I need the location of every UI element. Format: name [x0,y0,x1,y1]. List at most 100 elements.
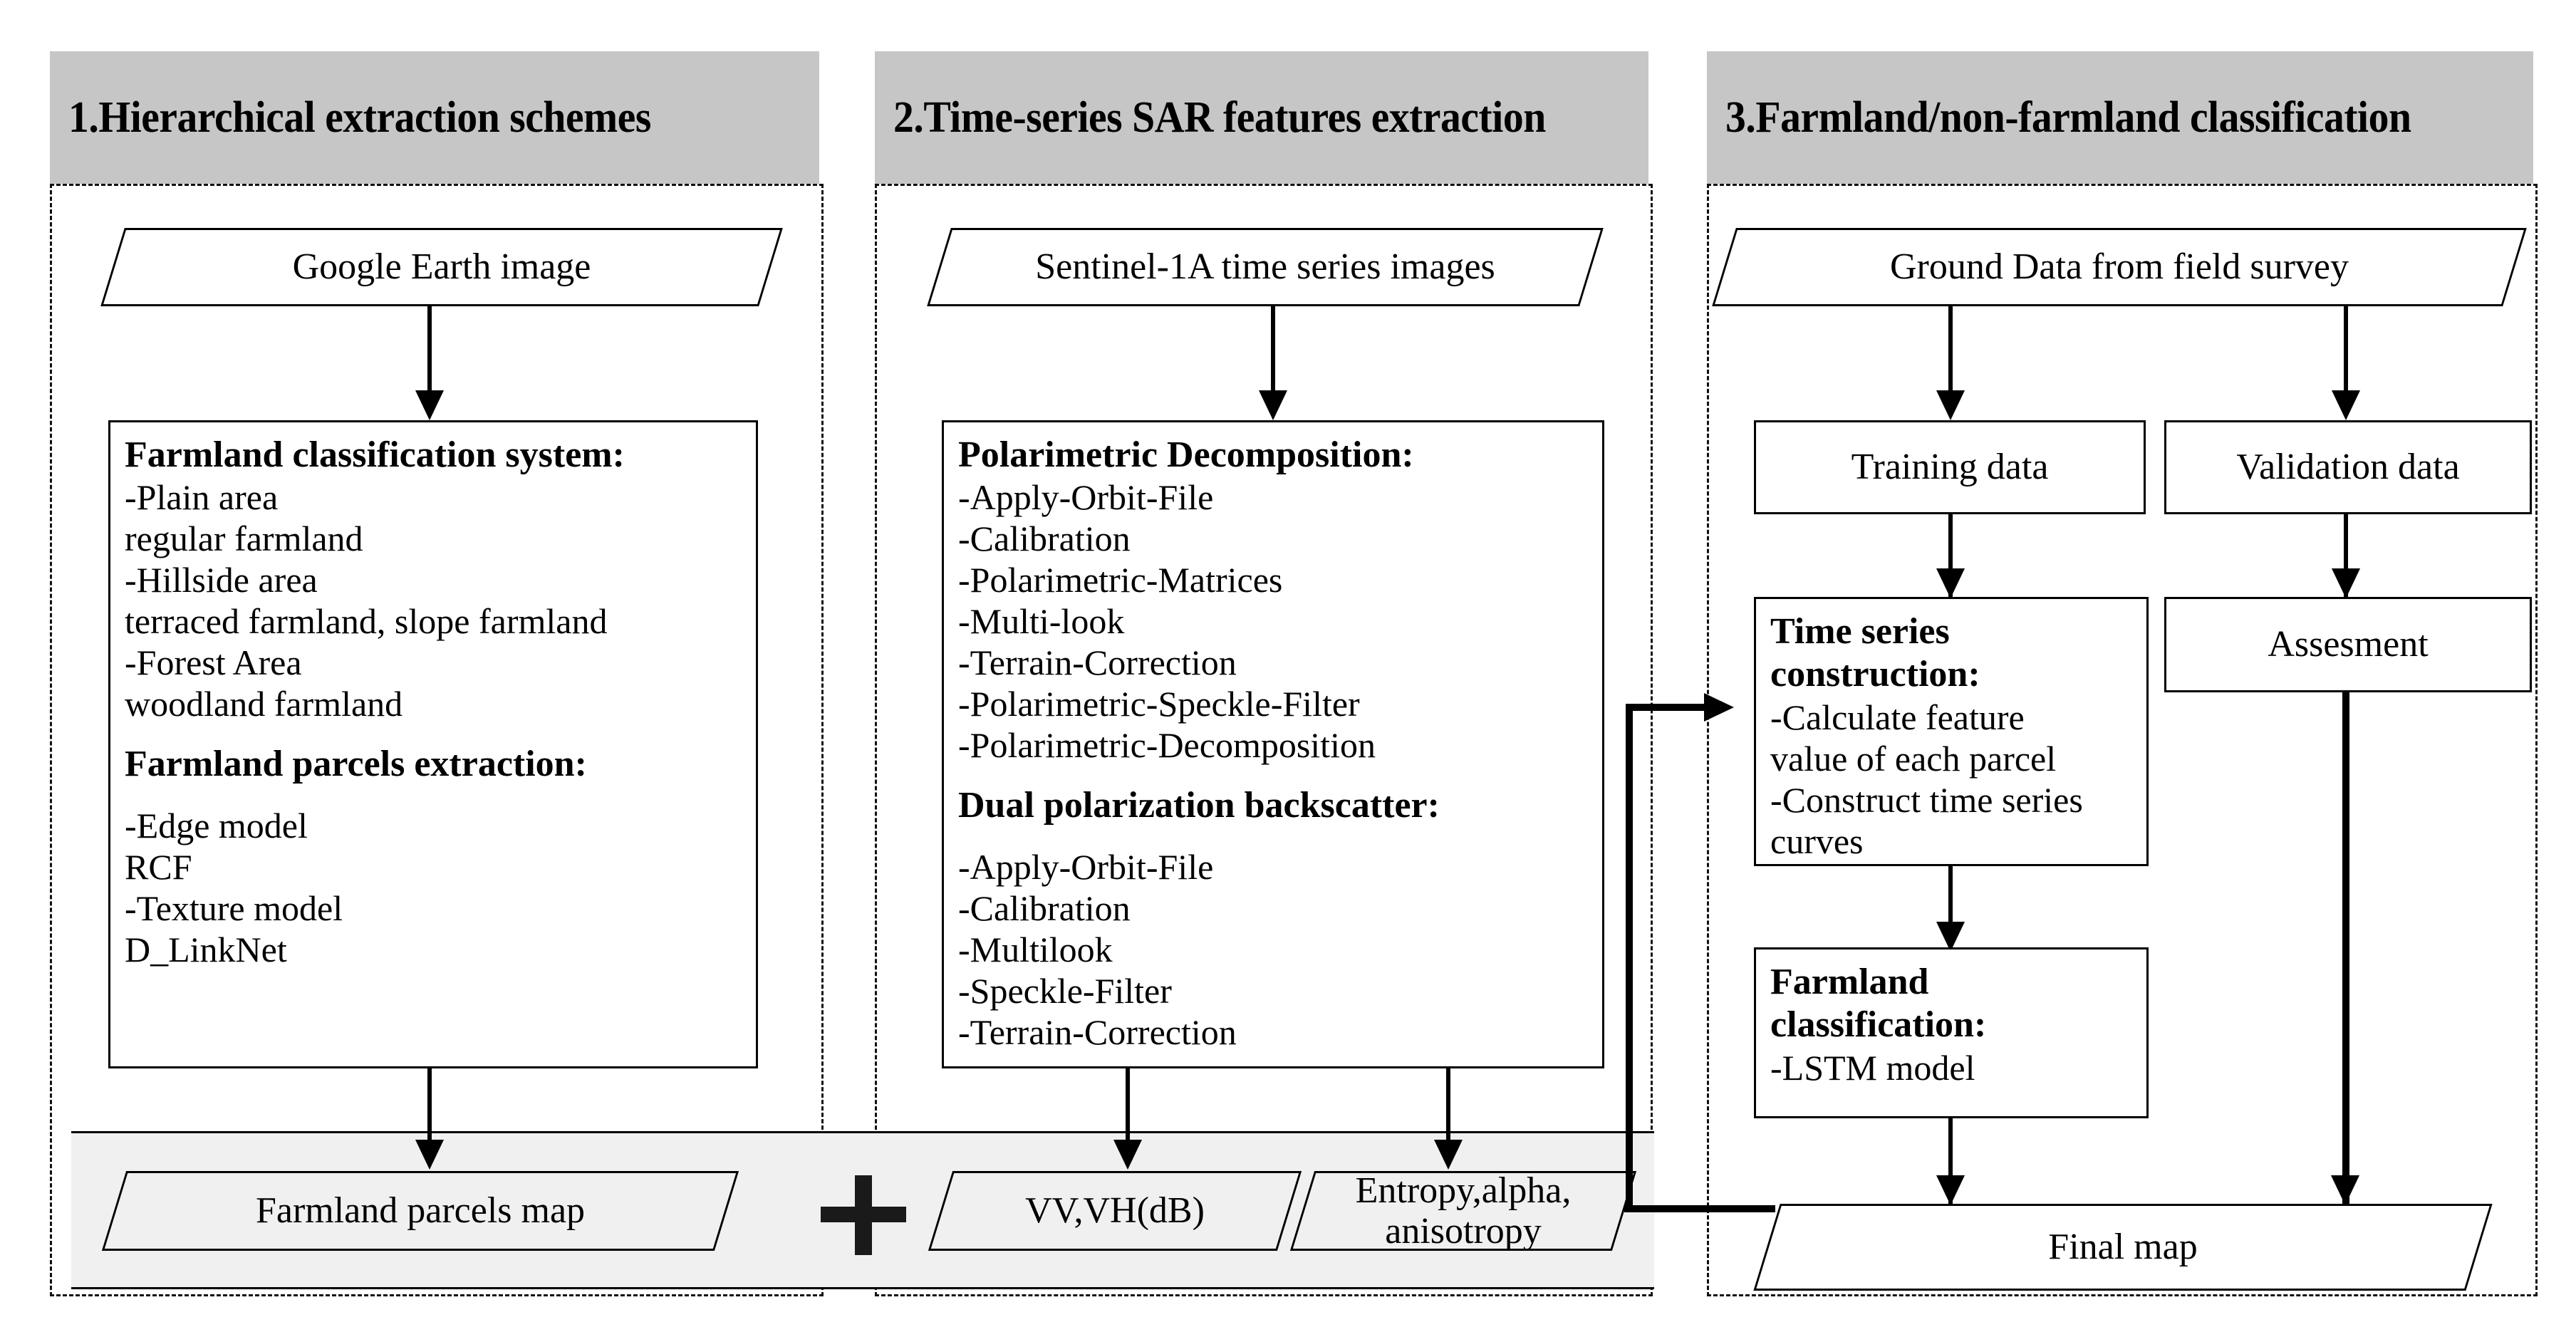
node-entropy-label-line1: Entropy,alpha, [1355,1170,1572,1211]
node-training-data[interactable]: Training data [1754,420,2146,514]
c1-block2-title: Farmland parcels extraction: [125,744,587,785]
connector-entropy-to-timeseries-h1 [1624,1205,1775,1212]
node-c2-spec-box[interactable]: Polarimetric Decomposition: -Apply-Orbit… [942,420,1604,1068]
c2-block1-line-0: -Apply-Orbit-File [958,477,1214,518]
stage-header-1: 1.Hierarchical extraction schemes [50,51,819,184]
c3-timeseries-line-3: curves [1770,821,1864,861]
column-frame-3 [1707,184,2538,1296]
c1-block1-line-2: -Hillside area [125,560,318,600]
arrow-line-c1-input-to-spec [427,306,432,413]
c1-block2-line-1: RCF [125,846,192,887]
stage-header-3: 3.Farmland/non-farmland classification [1707,51,2533,184]
arrow-head-ground-to-validation [2332,390,2360,420]
c2-block2-line-2: -Multilook [958,929,1113,969]
c2-block1-line-4: -Terrain-Correction [958,642,1237,683]
c1-block1-line-3: terraced farmland, slope farmland [125,601,608,642]
c3-timeseries-line-1: value of each parcel [1770,738,2057,779]
node-validation-data-label: Validation data [2236,447,2460,488]
c1-block2-line-3: D_LinkNet [125,929,287,969]
column-frame-1 [50,184,824,1296]
connector-entropy-to-timeseries-v [1626,704,1633,1209]
node-farmland-parcels-map[interactable]: Farmland parcels map [101,1171,739,1251]
arrow-head-ground-to-training [1936,390,1965,420]
arrow-head-c1-spec-to-output [415,1140,444,1170]
column-frame-2 [875,184,1653,1296]
node-final-map[interactable]: Final map [1753,1204,2493,1291]
arrow-head-c1-input-to-spec [415,390,444,420]
node-entropy-label-line2: anisotropy [1385,1211,1542,1252]
c1-spec-gap [125,724,742,743]
plus-operator-icon [806,1165,920,1259]
c1-block1-title: Farmland classification system: [125,435,625,475]
node-training-data-label: Training data [1851,447,2049,488]
c3-classification-title-1: Farmland [1770,962,1929,1002]
arrow-line-ground-to-training [1948,306,1953,413]
c2-block1-line-2: -Polarimetric-Matrices [958,560,1283,600]
c3-timeseries-line-0: -Calculate feature [1770,697,2025,737]
stage-header-3-label: 3.Farmland/non-farmland classification [1725,93,2411,142]
c3-timeseries-title-2: construction: [1770,654,1980,695]
node-vv-vh-db[interactable]: VV,VH(dB) [928,1171,1302,1251]
arrow-head-validation-to-assessment [2332,568,2360,598]
c1-spec-gap-2 [125,786,742,805]
arrow-line-classification-to-final [1948,1118,1953,1204]
c3-classification-line-0: -LSTM model [1770,1047,1975,1088]
arrow-line-c2-input-to-spec [1271,306,1275,413]
c3-classification-title-2: classification: [1770,1004,1987,1046]
node-ground-data-label: Ground Data from field survey [1889,246,2349,288]
node-farmland-classification[interactable]: Farmland classification: -LSTM model [1754,947,2149,1118]
node-sentinel-1a-images-label: Sentinel-1A time series images [1035,246,1495,288]
arrow-line-validation-to-assessment [2344,514,2348,597]
arrow-head-assessment-to-final [2331,1175,2359,1205]
arrow-line-training-to-timeseries [1948,514,1953,597]
node-final-map-label: Final map [2048,1227,2198,1268]
c2-block2-line-1: -Calibration [958,888,1131,928]
c2-block1-line-3: -Multi-look [958,601,1125,642]
c2-block2-line-3: -Speckle-Filter [958,970,1172,1011]
arrow-line-timeseries-to-classification [1948,866,1953,950]
arrow-line-ground-to-validation [2344,306,2348,413]
node-farmland-parcels-map-label: Farmland parcels map [255,1190,586,1232]
c2-spec-gap [958,766,1588,784]
c2-block1-line-6: -Polarimetric-Decomposition [958,725,1376,766]
c2-spec-gap-2 [958,828,1588,846]
node-vv-vh-db-label: VV,VH(dB) [1025,1190,1205,1232]
c1-block2-line-0: -Edge model [125,805,308,845]
c2-block2-line-0: -Apply-Orbit-File [958,846,1214,887]
c1-block1-line-5: woodland farmland [125,684,403,724]
arrow-head-training-to-timeseries [1936,568,1965,598]
c1-block2-line-2: -Texture model [125,888,343,928]
c2-block1-line-5: -Polarimetric-Speckle-Filter [958,684,1360,724]
stage-header-2: 2.Time-series SAR features extraction [875,51,1648,184]
node-sentinel-1a-images[interactable]: Sentinel-1A time series images [927,228,1604,306]
c2-block2-title: Dual polarization backscatter: [958,785,1440,826]
c2-block1-line-1: -Calibration [958,519,1131,559]
arrow-line-assessment-to-final [2342,692,2349,1204]
node-assessment[interactable]: Assesment [2164,597,2532,692]
node-c1-spec-box[interactable]: Farmland classification system: -Plain a… [108,420,758,1068]
arrow-line-c1-spec-to-output [427,1068,432,1162]
arrow-head-timeseries-to-classification [1936,922,1965,952]
arrow-head-c2-input-to-spec [1259,390,1287,420]
c1-block1-line-1: regular farmland [125,519,363,559]
c1-block1-line-0: -Plain area [125,477,279,518]
node-google-earth-image-label: Google Earth image [292,246,591,288]
node-entropy-alpha-anisotropy[interactable]: Entropy,alpha, anisotropy [1289,1170,1637,1252]
c3-timeseries-line-2: -Construct time series [1770,779,2083,820]
arrow-line-c2-spec-to-vvvh [1126,1068,1130,1162]
arrow-head-entropy-to-timeseries [1704,693,1734,722]
arrow-line-c2-spec-to-entropy [1446,1068,1450,1162]
stage-header-2-label: 2.Time-series SAR features extraction [893,93,1546,142]
c2-block1-title: Polarimetric Decomposition: [958,435,1414,475]
stage-header-1-label: 1.Hierarchical extraction schemes [68,93,651,142]
node-time-series-construction[interactable]: Time series construction: -Calculate fea… [1754,597,2149,866]
connector-entropy-to-timeseries-h2 [1626,704,1711,711]
node-google-earth-image[interactable]: Google Earth image [100,228,783,306]
arrow-head-c2-spec-to-entropy [1434,1140,1463,1170]
node-validation-data[interactable]: Validation data [2164,420,2532,514]
node-ground-data[interactable]: Ground Data from field survey [1712,228,2527,306]
c2-block2-line-4: -Terrain-Correction [958,1011,1237,1052]
c3-timeseries-title-1: Time series [1770,611,1950,652]
arrow-head-classification-to-final [1936,1175,1965,1205]
